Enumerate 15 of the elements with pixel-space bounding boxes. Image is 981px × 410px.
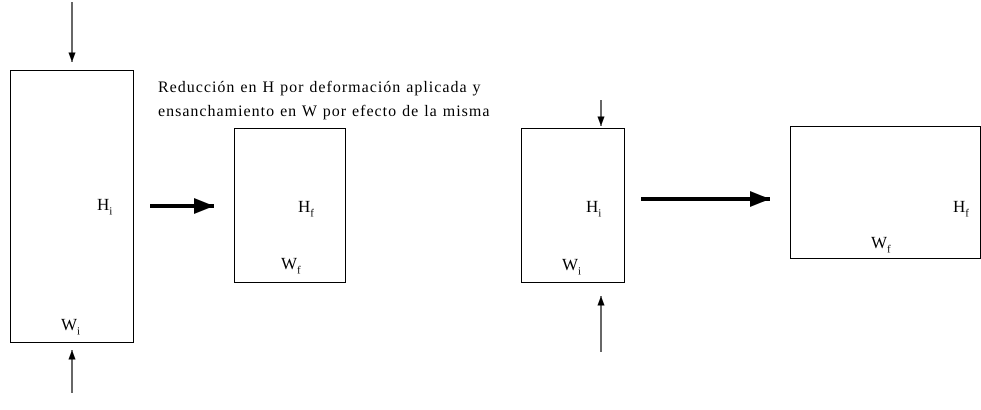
height-label: H$_{i}$ [97, 195, 112, 220]
width-label: W$_{f}$ [871, 233, 891, 258]
material-block [234, 128, 346, 283]
material-block [790, 126, 981, 259]
material-block [521, 128, 625, 283]
height-label: H$_{f}$ [953, 197, 969, 222]
arrow [641, 191, 770, 207]
width-label: W$_{i}$ [562, 255, 582, 280]
arrow [150, 198, 214, 214]
height-label: H$_{i}$ [586, 197, 602, 222]
width-label: W$_{f}$ [281, 254, 301, 278]
caption-text: Reducción en H por deformación aplicada y ensanchamiento en W por efecto de la misma [158, 78, 492, 122]
height-label: H$_{f}$ [298, 197, 314, 222]
material-block [10, 70, 134, 343]
width-label: W$_{i}$ [61, 315, 80, 340]
